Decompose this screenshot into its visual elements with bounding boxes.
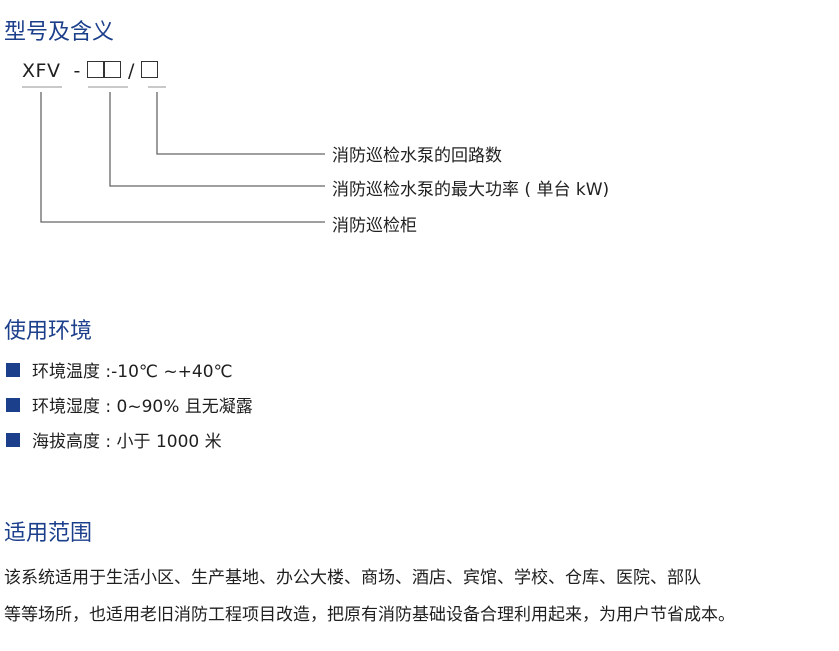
env-humidity: 环境湿度 : 0~90% 且无凝露 <box>32 397 253 417</box>
model-code: XFV - / <box>22 60 159 82</box>
list-item: 环境湿度 : 0~90% 且无凝露 <box>6 387 253 422</box>
connector-loops <box>156 92 325 155</box>
power-underline <box>88 86 128 88</box>
placeholder-box <box>141 61 159 78</box>
desc-cabinet: 消防巡检柜 <box>332 216 417 236</box>
model-prefix: XFV <box>22 60 61 82</box>
desc-loop-count: 消防巡检水泵的回路数 <box>332 146 502 166</box>
scope-line: 该系统适用于生活小区、生产基地、办公大楼、商场、酒店、宾馆、学校、仓库、医院、部… <box>4 568 701 588</box>
list-item: 海拔高度 : 小于 1000 米 <box>6 422 253 457</box>
model-dash: - <box>73 60 81 82</box>
env-altitude: 海拔高度 : 小于 1000 米 <box>32 432 222 452</box>
scope-paragraph: 该系统适用于生活小区、生产基地、办公大楼、商场、酒店、宾馆、学校、仓库、医院、部… <box>4 560 839 634</box>
scope-line: 等等场所，也适用老旧消防工程项目改造，把原有消防基础设备合理利用起来，为用户节省… <box>4 605 735 625</box>
list-item: 环境温度 :-10℃ ~+40℃ <box>6 352 253 387</box>
prefix-underline <box>22 86 62 88</box>
scope-section-title: 适用范围 <box>4 521 93 546</box>
env-section-title: 使用环境 <box>4 319 93 344</box>
placeholder-box <box>87 61 105 78</box>
square-bullet-icon <box>6 362 20 377</box>
placeholder-box <box>104 61 122 78</box>
square-bullet-icon <box>6 397 20 412</box>
env-list: 环境温度 :-10℃ ~+40℃ 环境湿度 : 0~90% 且无凝露 海拔高度 … <box>6 352 253 457</box>
square-bullet-icon <box>6 432 20 447</box>
env-temperature: 环境温度 :-10℃ ~+40℃ <box>32 362 233 382</box>
connector-cabinet <box>40 92 325 223</box>
model-connector-lines <box>40 92 325 223</box>
model-slash: / <box>128 60 135 82</box>
desc-max-power: 消防巡检水泵的最大功率 ( 单台 kW) <box>332 180 610 200</box>
connector-power <box>109 92 325 187</box>
loops-underline <box>148 86 166 88</box>
model-section-title: 型号及含义 <box>4 20 115 45</box>
